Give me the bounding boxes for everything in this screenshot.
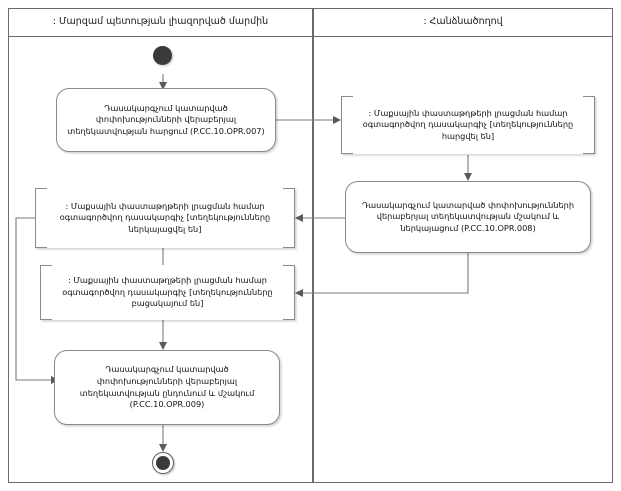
swimlane-left bbox=[8, 8, 313, 483]
initial-node bbox=[153, 46, 172, 65]
activity-node-opr-009[interactable]: Դասակարգչում կատարված փոփոխությունների վ… bbox=[54, 350, 280, 425]
final-node bbox=[152, 452, 174, 474]
activity-node-opr-007[interactable]: Դասակարգչում կատարված փոփոխությունների վ… bbox=[56, 88, 276, 152]
object-node-information-requested[interactable]: : Մաքսային փաստաթղթերի լրացման համար օգտ… bbox=[341, 96, 595, 154]
swimlane-left-header: : Մարզամ պետության լիազորված մարմին bbox=[8, 8, 313, 37]
object-node-information-presented[interactable]: : Մաքսային փաստաթղթերի լրացման համար օգտ… bbox=[35, 188, 295, 248]
swimlane-right bbox=[313, 8, 613, 483]
object-node-information-absent[interactable]: : Մաքսային փաստաթղթերի լրացման համար օգտ… bbox=[40, 265, 295, 320]
activity-node-opr-008[interactable]: Դասակարգչում կատարված փոփոխությունների վ… bbox=[345, 181, 591, 253]
swimlane-right-header: : Հանձնածողով bbox=[313, 8, 613, 37]
